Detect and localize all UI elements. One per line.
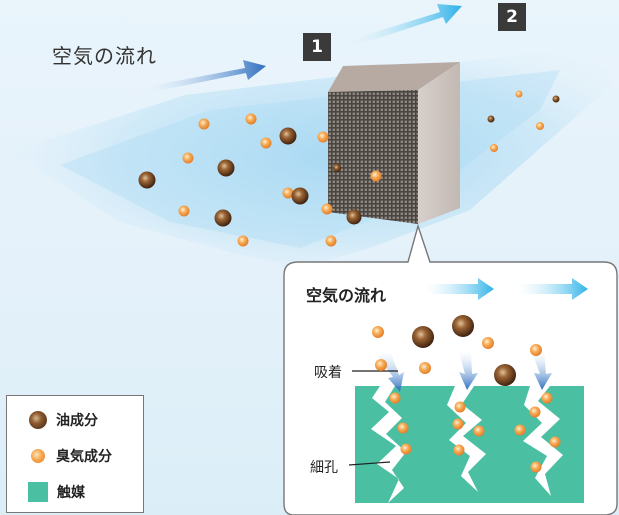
airflow-arrow-cyan-icon	[350, 4, 462, 46]
filter-block	[328, 62, 460, 224]
airflow-plane	[10, 45, 612, 268]
main-particles	[138, 90, 560, 247]
legend-label: 触媒	[57, 485, 85, 501]
legend-item-catalyst: 触媒	[28, 482, 85, 502]
legend-label: 油成分	[56, 413, 98, 429]
step-2-badge: 2	[498, 3, 526, 31]
legend-item-odor: 臭気成分	[29, 446, 112, 466]
step-1-badge: 1	[303, 33, 331, 61]
adsorption-label: 吸着	[314, 365, 342, 381]
legend: 油成分 臭気成分 触媒	[6, 395, 144, 513]
inset-particles	[372, 315, 561, 473]
inset-airflow-title: 空気の流れ	[306, 286, 387, 305]
pore-label: 細孔	[310, 460, 338, 476]
odor-particle-icon	[31, 449, 45, 463]
inset-arrow-2-icon	[518, 278, 588, 300]
catalyst-block	[355, 386, 584, 503]
adsorption-arrow-2-icon	[459, 350, 478, 390]
legend-item-oil: 油成分	[29, 410, 98, 430]
inset-arrow-1-icon	[425, 278, 494, 300]
airflow-title: 空気の流れ	[52, 44, 157, 68]
catalyst-swatch-icon	[28, 482, 48, 502]
adsorption-arrow-3-icon	[532, 350, 552, 390]
legend-label: 臭気成分	[56, 449, 112, 465]
oil-particle-icon	[29, 411, 47, 429]
airflow-arrow-blue-icon	[150, 60, 266, 92]
